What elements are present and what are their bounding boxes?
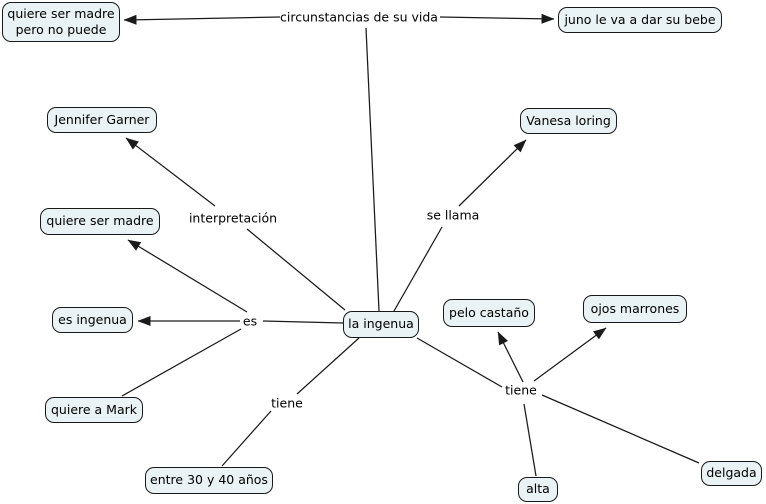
concept-node-vanesa-loring[interactable]: Vanesa loring	[520, 108, 617, 134]
connector-line-tiene-right-to-ojos-marrones	[533, 327, 607, 382]
link-label-tiene-right[interactable]: tiene	[505, 382, 537, 398]
link-label-interpretacion[interactable]: interpretación	[188, 210, 278, 226]
connector-line-circunstancias-de-su-vida-to-juno-le-va-a-dar-su-bebe	[439, 13, 555, 24]
connector-line-es-to-quiere-a-mark	[121, 328, 242, 397]
connector-line-tiene-right-to-alta	[523, 403, 537, 477]
concept-node-juno-le-va-a-dar-su-bebe[interactable]: juno le va a dar su bebe	[558, 7, 722, 33]
concept-node-la-ingenua[interactable]: la ingenua	[343, 311, 419, 338]
connector-line-la-ingenua-to-se-llama	[393, 226, 443, 312]
link-label-es[interactable]: es	[242, 313, 258, 329]
concept-node-es-ingenua[interactable]: es ingenua	[52, 307, 133, 333]
connector-line-la-ingenua-to-tiene-left	[296, 337, 360, 395]
connector-line-la-ingenua-to-tiene-right	[416, 337, 503, 388]
connector-line-la-ingenua-to-es	[262, 320, 344, 324]
link-label-circunstancias-de-su-vida[interactable]: circunstancias de su vida	[280, 9, 438, 25]
link-label-tiene-left[interactable]: tiene	[271, 395, 303, 411]
connector-line-la-ingenua-to-circunstancias-de-su-vida	[365, 27, 380, 312]
concept-node-delgada[interactable]: delgada	[701, 461, 762, 486]
concept-node-jennifer-garner[interactable]: Jennifer Garner	[47, 107, 157, 133]
link-label-se-llama[interactable]: se llama	[426, 207, 480, 223]
connector-line-interpretacion-to-jennifer-garner	[125, 137, 216, 207]
concept-node-entre-30-y-40-anos[interactable]: entre 30 y 40 años	[145, 467, 273, 494]
connector-line-es-to-quiere-ser-madre	[127, 239, 248, 313]
connector-line-tiene-left-to-entre-30-y-40-anos	[221, 410, 272, 467]
concept-node-quiere-a-mark[interactable]: quiere a Mark	[45, 397, 143, 423]
connector-line-tiene-right-to-pelo-castano	[497, 331, 524, 383]
connector-line-la-ingenua-to-interpretacion	[246, 228, 346, 311]
connector-line-circunstancias-de-su-vida-to-quiere-ser-madre-pero-no-puede	[123, 14, 281, 25]
concept-node-alta[interactable]: alta	[518, 477, 558, 502]
concept-node-quiere-ser-madre[interactable]: quiere ser madre	[40, 208, 160, 235]
concept-node-quiere-ser-madre-pero-no-puede[interactable]: quiere ser madre pero no puede	[2, 2, 120, 42]
concept-node-ojos-marrones[interactable]: ojos marrones	[583, 295, 687, 323]
concept-node-pelo-castano[interactable]: pelo castaño	[443, 299, 535, 327]
connector-line-se-llama-to-vanesa-loring	[458, 139, 527, 207]
connector-line-tiene-right-to-delgada	[541, 394, 700, 464]
